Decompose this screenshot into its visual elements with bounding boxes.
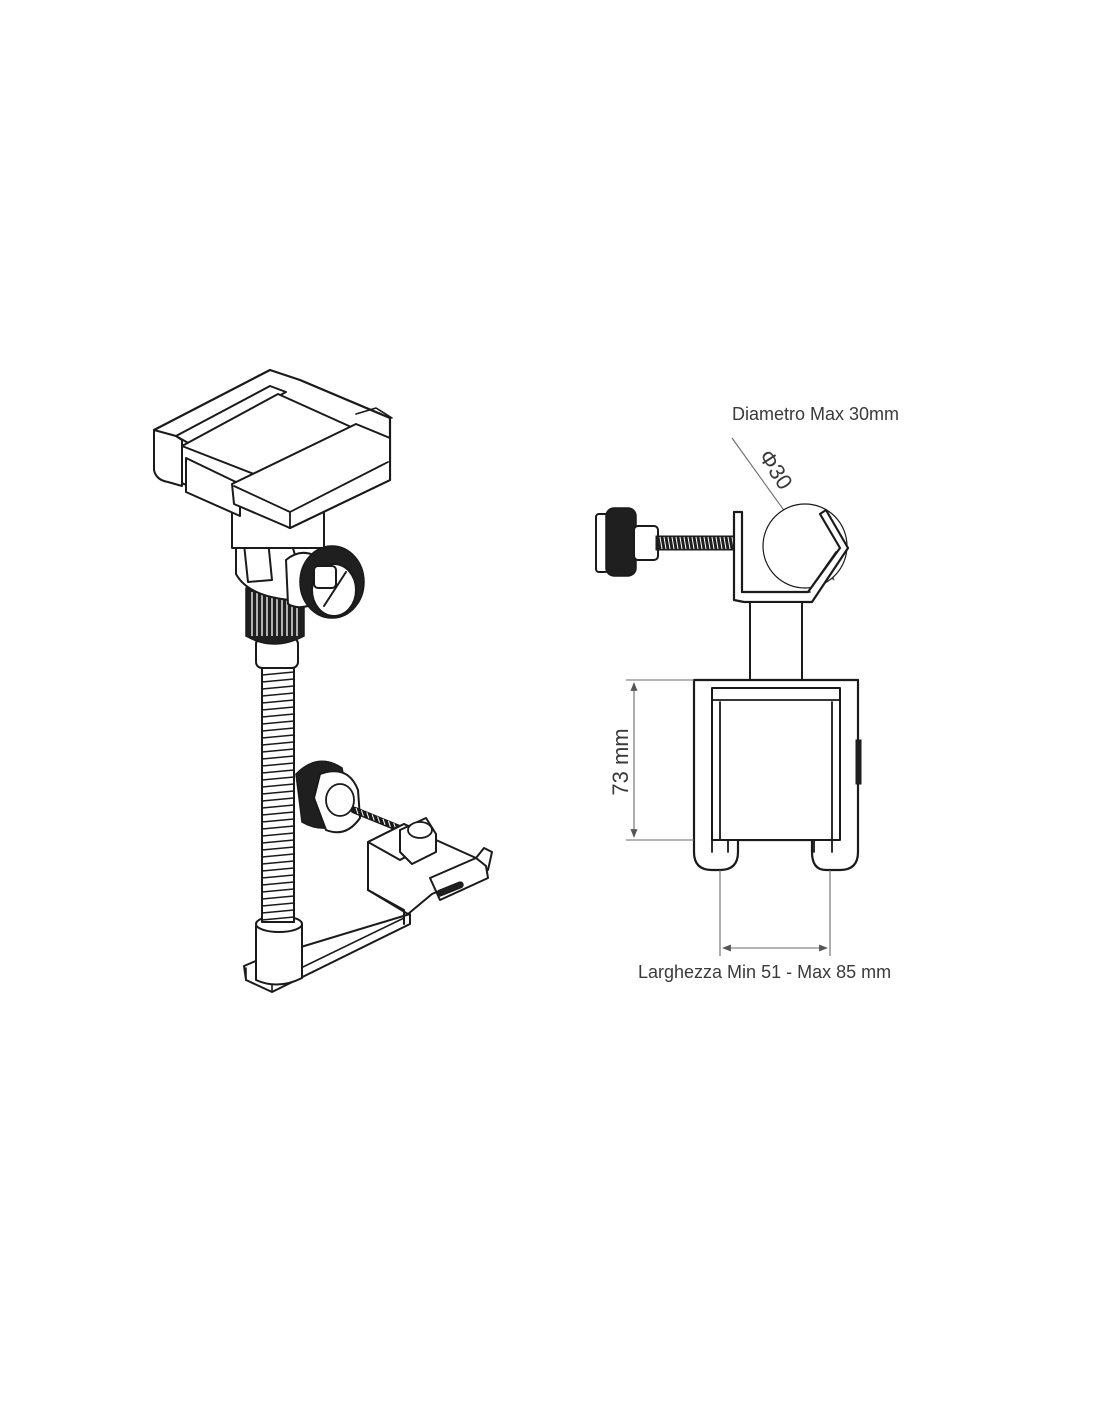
v-clamp: [732, 508, 850, 604]
phone-cradle: [152, 368, 393, 549]
width-label: Larghezza Min 51 - Max 85 mm: [638, 962, 891, 982]
isometric-view: [152, 368, 493, 993]
orthographic-view: Diametro Max 30mm Φ30: [595, 404, 899, 982]
height-label: 73 mm: [608, 728, 633, 795]
side-knob: [595, 507, 739, 577]
diameter-label: Diametro Max 30mm: [732, 404, 899, 424]
max-diameter-ball: [762, 503, 848, 589]
width-dimension: Larghezza Min 51 - Max 85 mm: [638, 870, 891, 982]
stem: [749, 601, 803, 683]
diameter-symbol: Φ30: [754, 445, 798, 494]
upper-lock-knob: [299, 545, 365, 619]
gooseneck-arm: [261, 665, 295, 923]
phone-holder-body: [692, 678, 862, 872]
lower-clamp: [295, 760, 493, 925]
base-collar: [255, 915, 303, 986]
height-dimension: 73 mm: [608, 679, 694, 841]
